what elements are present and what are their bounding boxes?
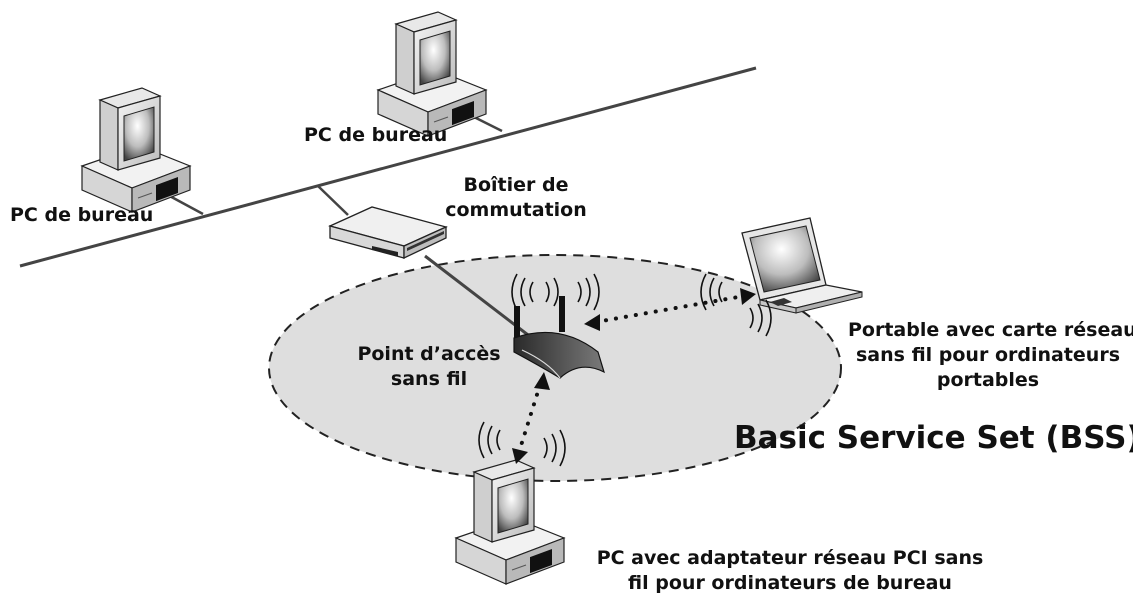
- wireless-link-ap-laptop: [584, 288, 756, 331]
- label-laptop-line1: Portable avec carte réseau: [848, 319, 1133, 341]
- label-laptop: Portable avec carte réseau sans fil pour…: [848, 318, 1133, 393]
- desktop-pc-icon: [81, 87, 191, 213]
- label-ap-line1: Point d’accès: [357, 343, 501, 365]
- laptop-icon: [741, 217, 863, 314]
- bss-title: Basic Service Set (BSS): [734, 420, 1133, 456]
- network-backbone: [19, 66, 757, 268]
- label-switch-line1: Boîtier de: [463, 174, 569, 196]
- wifi-waves-icon: [511, 273, 600, 311]
- drop-cable-switch: [317, 185, 349, 216]
- label-switch: Boîtier de commutation: [436, 173, 596, 223]
- wireless-link-ap-pc: [512, 372, 550, 464]
- label-pci-line1: PC avec adaptateur réseau PCI sans: [596, 547, 984, 569]
- label-ap-line2: sans fil: [390, 368, 468, 390]
- label-pci-pc: PC avec adaptateur réseau PCI sans fil p…: [580, 546, 1000, 596]
- switch-icon: [328, 206, 448, 260]
- label-switch-line2: commutation: [445, 199, 587, 221]
- label-pci-line2: fil pour ordinateurs de bureau: [628, 572, 952, 594]
- wifi-waves-icon: [478, 421, 566, 467]
- label-laptop-line2: sans fil pour ordinateurs: [855, 344, 1120, 366]
- wifi-waves-icon: [700, 273, 772, 337]
- desktop-pc-icon: [377, 11, 487, 137]
- access-point-icon: [513, 296, 605, 379]
- label-laptop-line3: portables: [936, 369, 1040, 391]
- label-pc-left: PC de bureau: [10, 204, 154, 226]
- label-access-point: Point d’accès sans fil: [354, 342, 504, 392]
- label-pc-top: PC de bureau: [304, 124, 448, 146]
